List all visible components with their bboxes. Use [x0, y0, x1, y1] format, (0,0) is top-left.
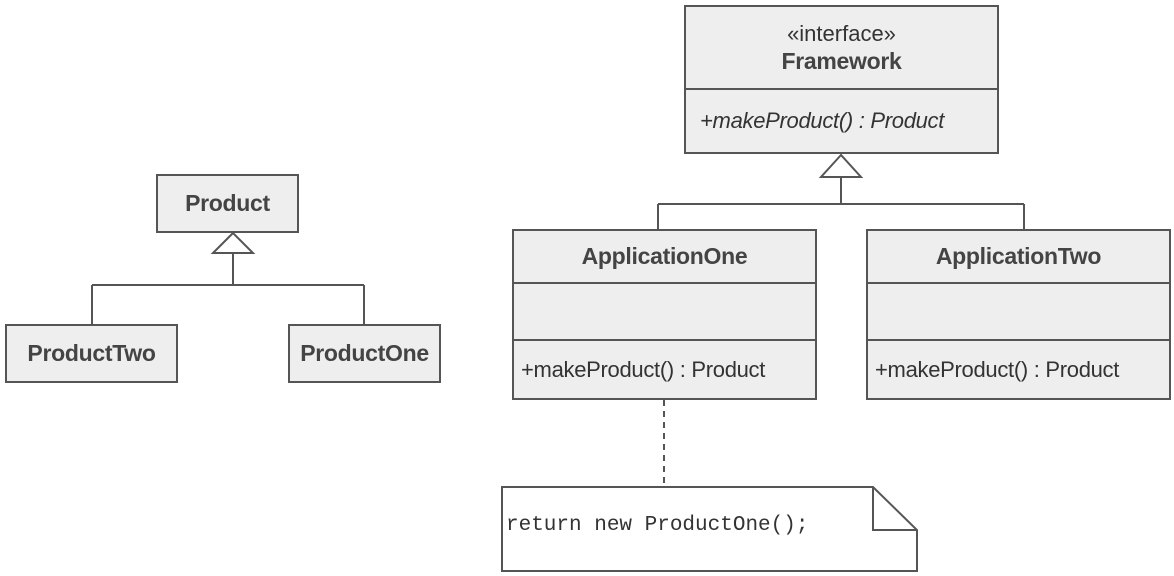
application-one-name: ApplicationOne: [581, 243, 748, 269]
note-fold-icon: [872, 487, 917, 531]
product-class-box: Product: [156, 174, 299, 233]
product-generalization: [91, 231, 365, 325]
application-two-operations: +makeProduct() : Product: [868, 339, 1169, 398]
note-text: return new ProductOne();: [506, 514, 809, 537]
framework-name: Framework: [781, 48, 902, 74]
framework-generalization: [657, 153, 1025, 230]
product-one-class-box: ProductOne: [288, 324, 441, 383]
application-two-class-box: ApplicationTwo +makeProduct() : Product: [866, 229, 1171, 400]
product-two-class-box: ProductTwo: [5, 324, 178, 383]
application-one-class-box: ApplicationOne +makeProduct() : Product: [512, 229, 817, 400]
framework-inheritance-arrowhead: [818, 153, 864, 178]
framework-interface-box: «interface» Framework +makeProduct() : P…: [684, 5, 999, 154]
application-two-attributes: [868, 282, 1169, 339]
framework-header: «interface» Framework: [686, 7, 997, 88]
product-name: Product: [185, 190, 270, 216]
framework-operations: +makeProduct() : Product: [686, 88, 997, 152]
note-shape: [501, 486, 918, 572]
application-two-operation: +makeProduct() : Product: [875, 356, 1120, 382]
application-one-operation: +makeProduct() : Product: [521, 356, 766, 382]
product-one-name: ProductOne: [300, 340, 429, 366]
product-two-name: ProductTwo: [27, 340, 156, 366]
note-body: [501, 486, 918, 572]
application-one-attributes: [514, 282, 815, 339]
framework-stereotype: «interface»: [787, 21, 896, 46]
application-one-operations: +makeProduct() : Product: [514, 339, 815, 398]
application-two-name: ApplicationTwo: [935, 243, 1102, 269]
framework-operation: +makeProduct() : Product: [700, 108, 945, 133]
product-inheritance-arrowhead: [210, 231, 256, 254]
